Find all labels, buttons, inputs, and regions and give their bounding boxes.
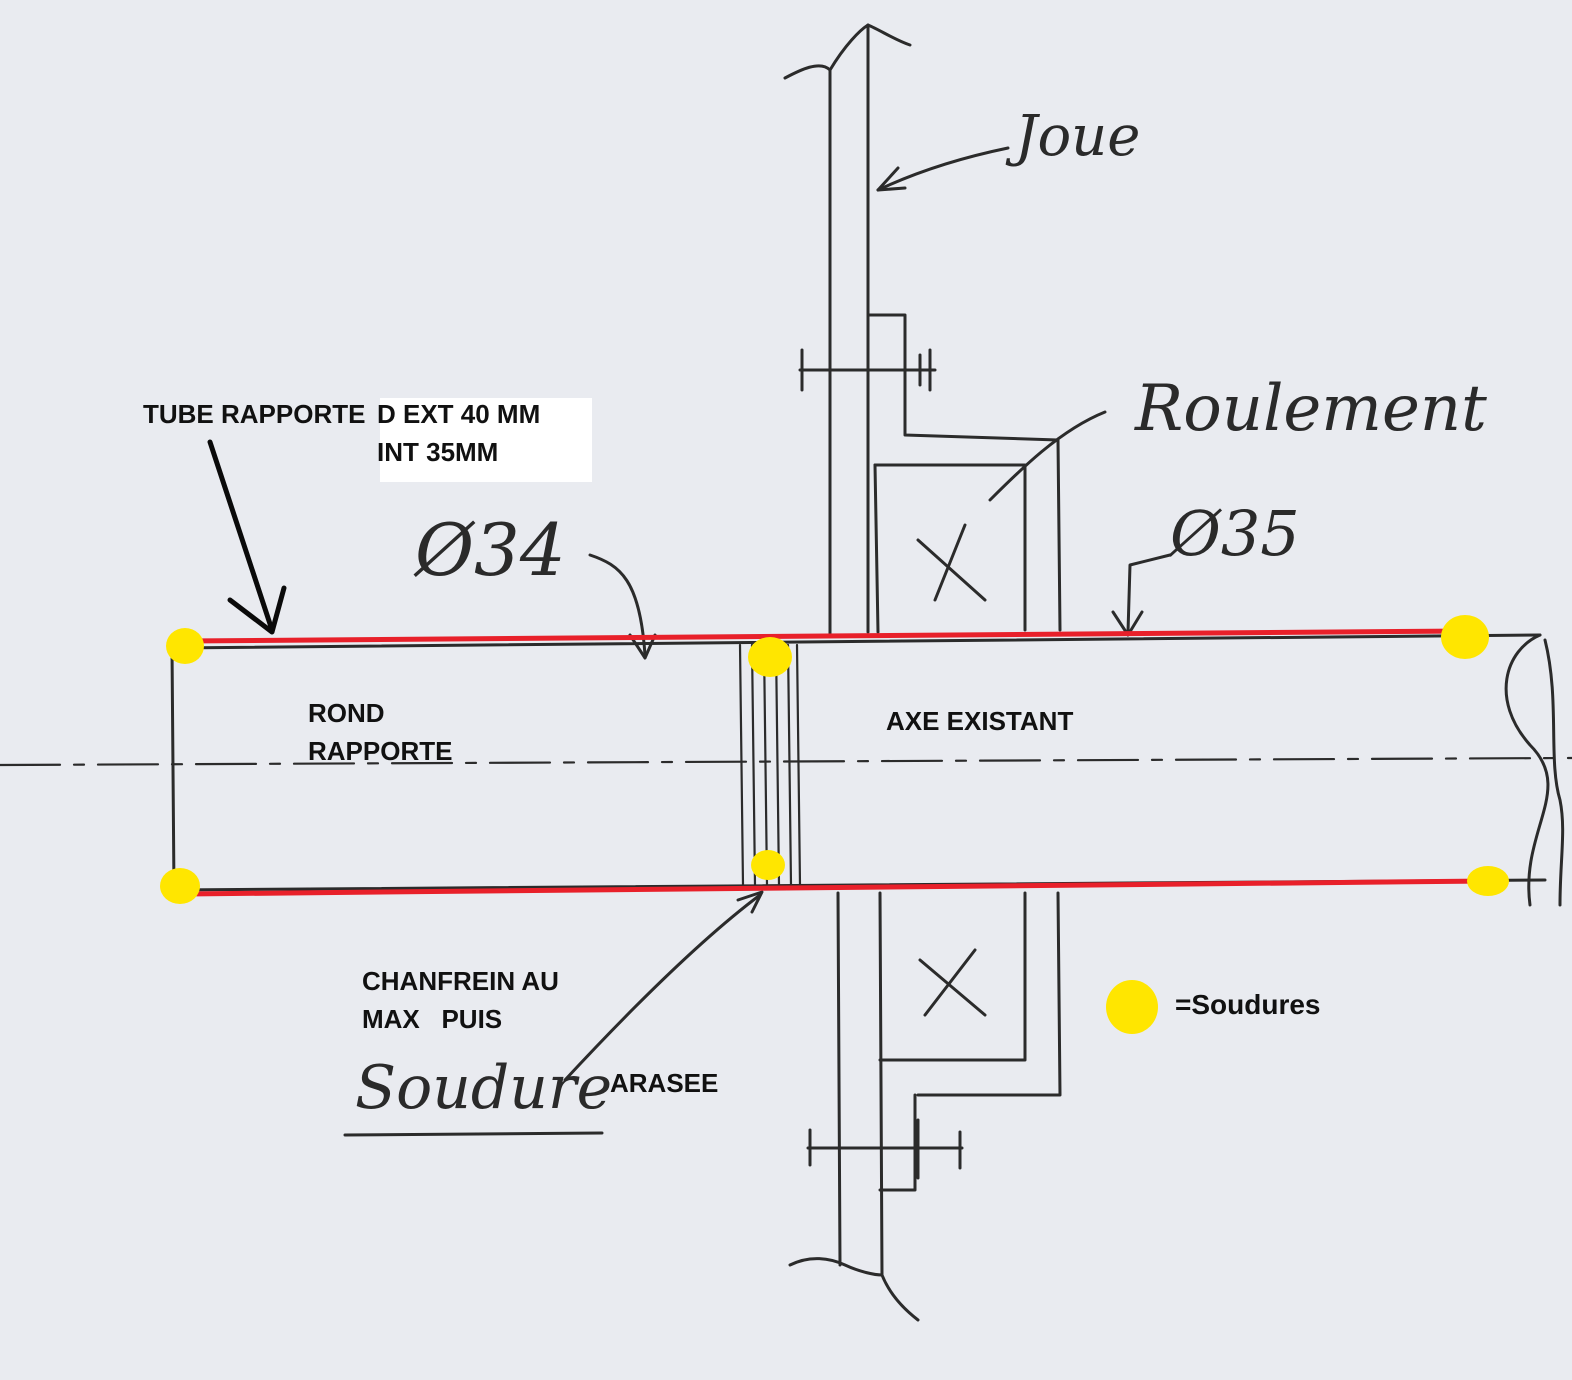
chanfrein-label-line1: CHANFREIN AU <box>362 966 559 996</box>
chanfrein-label-line2: MAX PUIS <box>362 1004 503 1034</box>
dims-label-line2: INT 35MM <box>377 437 499 467</box>
weld-dots <box>160 615 1509 1034</box>
shaft-top-edge <box>170 633 1542 650</box>
chamfer-hatch <box>738 643 802 887</box>
arasee-label: ARASEE <box>610 1068 719 1098</box>
weld-dot <box>748 637 792 677</box>
weld-dot <box>751 850 785 880</box>
legend-weld-dot <box>1106 980 1158 1034</box>
soudure-arrowhead <box>736 890 764 914</box>
d34-leader <box>588 553 647 657</box>
tube-bottom-line <box>185 878 1491 897</box>
shaft-break-line <box>1504 633 1550 907</box>
legend-label: =Soudures <box>1175 989 1321 1020</box>
weld-dot <box>1467 866 1509 896</box>
soudure-leader <box>563 893 762 1082</box>
d35-leader <box>1126 553 1172 634</box>
rond-label-line2: RAPPORTE <box>308 736 453 766</box>
shaft-left-end <box>170 646 176 892</box>
roulement-text: Roulement <box>1134 372 1487 446</box>
centre-line <box>0 756 1572 767</box>
d34-arrowhead <box>628 633 657 660</box>
cheek-plate-bottom <box>788 891 1062 1322</box>
tube-arrow <box>207 439 275 633</box>
label-background <box>380 398 592 482</box>
joue-text: Joue <box>1005 104 1140 169</box>
tube-top-line <box>185 628 1469 644</box>
axe-label: AXE EXISTANT <box>886 706 1074 736</box>
weld-dot <box>166 628 204 664</box>
tube-arrowhead <box>227 585 287 635</box>
soudure-underline <box>343 1131 604 1137</box>
cheek-plate-top <box>783 23 1062 637</box>
joue-arrowhead <box>876 166 907 192</box>
weld-dot <box>160 868 200 904</box>
tube-label: TUBE RAPPORTE <box>143 399 366 429</box>
soudure-text: Soudure <box>355 1053 612 1123</box>
d34-text: Ø34 <box>413 508 566 592</box>
d35-text: Ø35 <box>1168 497 1300 570</box>
shaft-break-line-2 <box>1543 638 1565 907</box>
roulement-leader <box>988 410 1107 502</box>
dims-label-line1: D EXT 40 MM <box>377 399 541 429</box>
rond-label-line1: ROND <box>308 698 385 728</box>
joue-leader <box>876 146 1010 192</box>
weld-dot <box>1441 615 1489 659</box>
